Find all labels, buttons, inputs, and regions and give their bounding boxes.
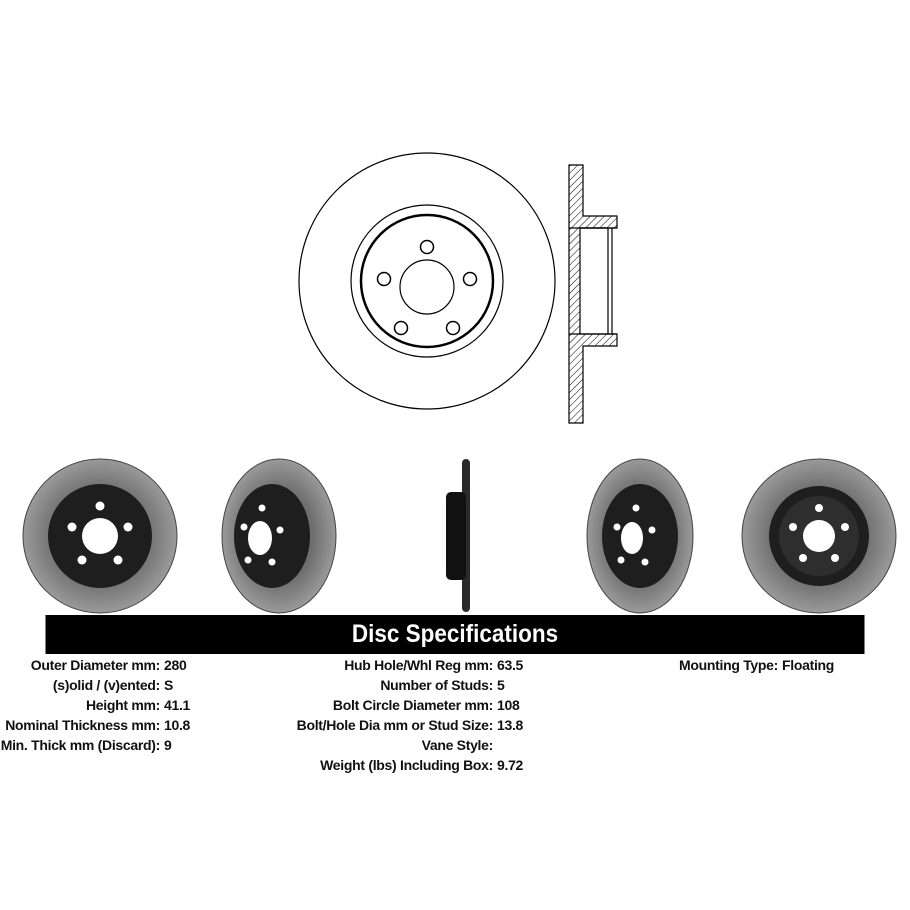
spec-value: 9.72 <box>497 757 524 773</box>
spec-row: Number of Studs:5 <box>260 675 523 695</box>
spec-value: 280 <box>164 657 187 673</box>
spec-label: Weight (lbs) Including Box: <box>320 757 493 773</box>
spec-label: Hub Hole/Whl Reg mm: <box>344 657 493 673</box>
spec-row: Nominal Thickness mm:10.8 <box>0 715 190 735</box>
spec-value: 108 <box>497 697 520 713</box>
spec-row: Vane Style: <box>260 735 523 755</box>
hub-hole <box>399 259 455 315</box>
lug-hole <box>462 271 478 287</box>
disc-specifications-banner: Disc Specifications <box>45 615 865 654</box>
disc-illustrations <box>22 152 897 614</box>
spec-label: Outer Diameter mm: <box>30 657 161 673</box>
spec-row: Height mm:41.1 <box>0 695 190 715</box>
spec-label: Min. Thick mm (Discard): <box>0 737 161 753</box>
lug-hole <box>419 239 435 255</box>
spec-row: Bolt/Hole Dia mm or Stud Size:13.8 <box>260 715 524 735</box>
spec-value: 9 <box>164 737 172 753</box>
spec-value: 13.8 <box>497 717 524 733</box>
disc-photo-edge <box>446 459 470 612</box>
spec-row: Min. Thick mm (Discard):9 <box>0 735 190 755</box>
spec-label: Number of Studs: <box>380 677 493 693</box>
disc-side-profile <box>568 164 618 424</box>
spec-value: 63.5 <box>497 657 524 673</box>
hat-ring <box>350 204 504 358</box>
disc-photo-back <box>741 458 897 614</box>
spec-label: (s)olid / (v)ented: <box>52 677 160 693</box>
spec-value: S <box>164 677 174 693</box>
spec-row: Outer Diameter mm:280 <box>0 655 190 675</box>
disc-photo-angled-right <box>586 458 694 614</box>
spec-label: Height mm: <box>85 697 160 713</box>
spec-label: Mounting Type: <box>679 657 778 673</box>
spec-value: 5 <box>497 677 505 693</box>
spec-label: Bolt/Hole Dia mm or Stud Size: <box>296 717 494 733</box>
disc-front-drawing <box>298 152 556 410</box>
outer-edge <box>298 152 556 410</box>
disc-photo-front <box>22 458 178 614</box>
spec-value: 41.1 <box>164 697 191 713</box>
spec-label: Bolt Circle Diameter mm: <box>332 697 493 713</box>
spec-value: 10.8 <box>164 717 191 733</box>
spec-row: Hub Hole/Whl Reg mm:63.5 <box>260 655 523 675</box>
lug-hole <box>393 320 409 336</box>
disc-photo-angled-left <box>221 458 337 614</box>
specs-column-3: Mounting Type:Floating <box>600 655 834 675</box>
spec-row: Mounting Type:Floating <box>600 655 834 675</box>
spec-value: Floating <box>782 657 835 673</box>
spec-row: (s)olid / (v)ented:S <box>0 675 190 695</box>
lug-hole <box>376 271 392 287</box>
spec-value <box>493 735 497 755</box>
spec-label: Nominal Thickness mm: <box>5 717 160 733</box>
spec-row: Bolt Circle Diameter mm:108 <box>260 695 523 715</box>
specs-column-1: Outer Diameter mm:280(s)olid / (v)ented:… <box>0 655 191 755</box>
hat-ring-inner <box>359 213 495 349</box>
spec-row: Weight (lbs) Including Box:9.72 <box>260 755 523 775</box>
spec-label: Vane Style: <box>421 737 494 753</box>
lug-hole <box>445 320 461 336</box>
